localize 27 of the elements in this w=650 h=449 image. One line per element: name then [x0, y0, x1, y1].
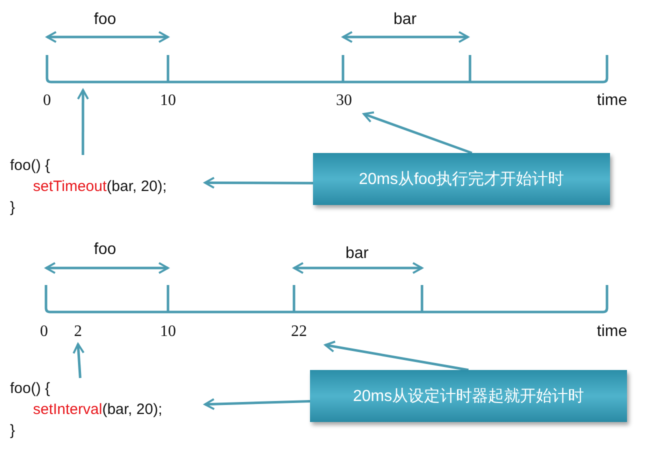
span-label: foo: [94, 240, 116, 260]
axis-label: time: [596, 91, 628, 111]
arrow: [362, 111, 472, 154]
axis-label: time: [596, 322, 628, 342]
span-label: bar: [345, 244, 369, 264]
code-line: foo() {: [10, 379, 52, 399]
arrow: [77, 89, 89, 155]
code-line: }: [10, 198, 16, 218]
tick-label: 22: [287, 322, 311, 342]
tick-label: 0: [40, 322, 48, 342]
tick-label: 10: [160, 322, 176, 342]
code-line: foo() {: [10, 156, 52, 176]
code-line: }: [10, 421, 16, 441]
arrow: [72, 343, 85, 378]
code-line: setInterval(bar, 20);: [32, 400, 164, 420]
arrow: [324, 340, 469, 372]
arrow: [204, 176, 313, 189]
tick-label: 0: [43, 91, 51, 111]
arrow: [204, 398, 310, 410]
tick-label: 10: [160, 91, 176, 111]
callout-box: 20ms从设定计时器起就开始计时: [310, 370, 627, 422]
span-label: bar: [393, 10, 417, 30]
code-line: setTimeout(bar, 20);: [32, 177, 168, 197]
tick-label: 30: [333, 91, 355, 111]
span-label: foo: [94, 10, 116, 30]
tick-label: 2: [71, 322, 85, 342]
callout-box: 20ms从foo执行完才开始计时: [313, 153, 610, 205]
